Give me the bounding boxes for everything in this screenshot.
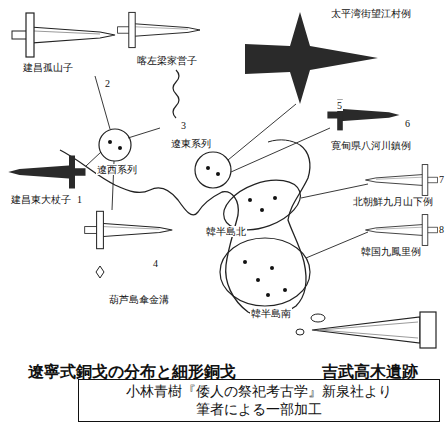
callout-number: 2 <box>104 78 111 89</box>
callout-number: 4 <box>152 258 159 269</box>
credit-text: 小林青樹『倭人の祭祀考古学』新泉社より 筆者による一部加工 <box>87 383 431 418</box>
callout-number: 5 <box>336 100 343 111</box>
dagger-axe-5 <box>245 12 378 104</box>
callout-number: 1 <box>76 194 83 205</box>
credit-box: 小林青樹『倭人の祭祀考古学』新泉社より 筆者による一部加工 <box>78 379 440 422</box>
place-label: 遼西系列 <box>96 164 138 175</box>
place-label: 喀左梁家営子 <box>136 55 198 66</box>
dagger-axe-3 <box>118 12 200 118</box>
region-circle <box>99 129 131 161</box>
place-label: 葫芦島傘金溝 <box>108 294 170 305</box>
callout-number: 7 <box>438 174 445 185</box>
callout-number: 3 <box>180 120 187 131</box>
callout-number: 8 <box>438 224 445 235</box>
place-label: 北朝鮮九月山下例 <box>352 196 434 207</box>
dagger-axe-4 <box>85 211 173 278</box>
dagger-axe-6 <box>327 100 399 131</box>
dagger-axe-7 <box>366 165 438 196</box>
coastline <box>60 145 310 316</box>
bronze-dagger-axe-yoshitake <box>312 312 436 348</box>
dagger-axe-1 <box>8 156 85 189</box>
place-label: 韓国九鳳里例 <box>360 246 422 257</box>
place-label: 太平湾街望江村例 <box>330 8 412 19</box>
place-label: 韓半島北 <box>205 226 247 237</box>
dagger-axe-8 <box>366 215 438 246</box>
coastline <box>268 140 300 145</box>
place-label: 建昌東大杖子 <box>10 194 72 205</box>
place-label: 韓半島南 <box>250 308 292 319</box>
region-ellipse <box>220 238 310 306</box>
region-circle <box>195 152 231 188</box>
place-label: 遼東系列 <box>170 138 212 149</box>
dagger-axe-2 <box>12 13 115 57</box>
place-label: 寛甸県八河川鎮例 <box>330 140 412 151</box>
callout-number: 6 <box>404 118 411 129</box>
place-label: 建昌孤山子 <box>22 62 74 73</box>
